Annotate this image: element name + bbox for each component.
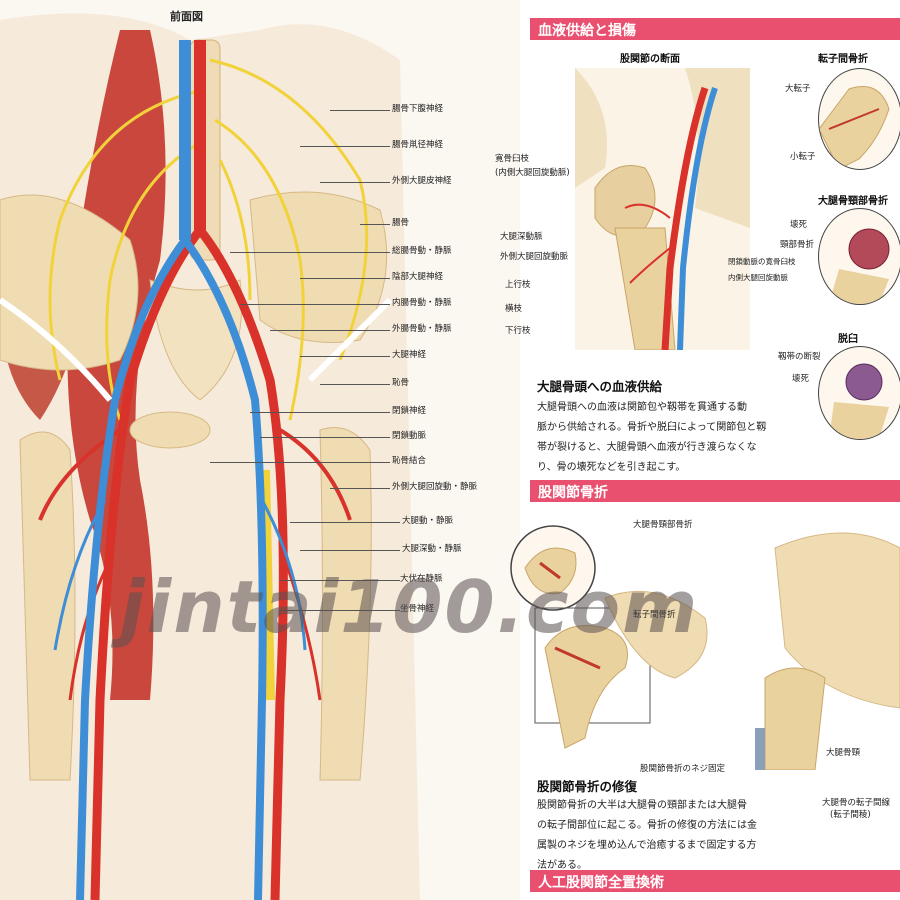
label-ligament-tear: 靱帯の断裂 <box>778 352 821 362</box>
label-lesser-trochanter: 小転子 <box>790 152 816 162</box>
label-deep-femoral-artery: 大腿深動脈 <box>500 232 543 242</box>
label-lateral-circumflex-vessels: 外側大腿回旋動・静脈 <box>392 482 478 492</box>
inguinal-ligament-left <box>0 297 113 402</box>
label-femoral-nerve: 大腿神経 <box>392 350 427 360</box>
repair-heading: 股関節骨折の修復 <box>537 779 638 794</box>
arteries <box>38 40 352 900</box>
leader-line <box>300 550 400 551</box>
blood-supply-paragraph: 大腿骨頭への血液は関節包や靱帯を貫通する動 脈から供給される。骨折や脱臼によって… <box>537 398 777 478</box>
blood-supply-line: 帯が裂けると、大腿骨頭へ血液が行き渡らなくな <box>537 442 757 453</box>
label-pubis: 恥骨 <box>392 378 410 388</box>
section-blood-supply-title: 血液供給と損傷 <box>538 23 636 39</box>
leader-line <box>290 522 400 523</box>
anatomy-front-view: 前面図 腸骨下腹神経 腸骨鼡径神経 外側大腿皮神経 腸骨 総腸骨動・静脈 陰部大… <box>0 0 520 900</box>
section-hip-replacement-bar: 人工股関節全置換術 <box>530 870 900 892</box>
front-view-title: 前面図 <box>170 10 203 23</box>
label-obturator-nerve: 閉鎖神経 <box>392 406 427 416</box>
label-femoral-vessels: 大腿動・静脈 <box>402 516 454 526</box>
label-pubic-symphysis: 恥骨結合 <box>392 456 427 466</box>
label-obturator-artery: 閉鎖動脈 <box>392 431 427 441</box>
repair-line: 股関節骨折の大半は大腿骨の頸部または大腿骨 <box>537 800 747 811</box>
trochanteric-fracture-title: 転子間骨折 <box>818 54 868 65</box>
leader-line <box>330 488 390 489</box>
label-femoral-neck-fracture: 大腿骨頸部骨折 <box>633 520 693 530</box>
label-necrosis-2: 壊死 <box>792 374 810 384</box>
pelvis-illustration <box>0 13 420 900</box>
label-internal-iliac-vessels: 内腸骨動・静脈 <box>392 298 452 308</box>
repair-line: 属製のネジを埋め込んで治癒するまで固定する方 <box>537 840 757 851</box>
label-medial-circumflex-artery: 内側大腿回旋動脈 <box>728 273 788 282</box>
leader-line <box>330 110 390 111</box>
dislocation-panel <box>818 346 900 440</box>
label-screw-fixation: 股関節骨折のネジ固定 <box>640 764 726 774</box>
label-great-saphenous-vein: 大伏在静脈 <box>400 574 443 584</box>
label-lateral-femoral-cutaneous-nerve: 外側大腿皮神経 <box>392 176 452 186</box>
femoral-neck-fracture-title: 大腿骨頸部骨折 <box>818 196 888 207</box>
section-hip-fracture-bar: 股関節骨折 <box>530 480 900 502</box>
label-neck-fracture: 頸部骨折 <box>780 240 815 250</box>
cross-section-title: 股関節の断面 <box>620 54 680 65</box>
trochanteric-fracture-panel <box>818 68 900 170</box>
label-necrosis-1: 壊死 <box>790 220 808 230</box>
label-sciatic-nerve: 坐骨神経 <box>400 604 435 614</box>
left-femur <box>19 431 76 781</box>
label-ilioinguinal-nerve: 腸骨鼡径神経 <box>392 140 444 150</box>
hip-fracture-illustration <box>510 525 900 770</box>
label-lateral-circumflex-artery: 外側大腿回旋動脈 <box>500 252 569 262</box>
pubic-symphysis <box>129 411 211 449</box>
dislocation-title: 脱臼 <box>838 334 858 345</box>
label-descending-branch: 下行枝 <box>505 326 531 336</box>
label-intertrochanteric-crest: (転子間稜) <box>830 810 871 820</box>
leader-line <box>280 580 400 581</box>
blood-supply-line: 大腿骨頭への血液は関節包や靱帯を貫通する動 <box>537 402 747 413</box>
blood-supply-heading: 大腿骨頭への血液供給 <box>537 379 663 394</box>
section-hip-fracture-title: 股関節骨折 <box>538 485 608 501</box>
leader-line <box>230 252 390 253</box>
label-trochanteric-fracture: 転子間骨折 <box>633 610 676 620</box>
leader-line <box>260 437 390 438</box>
leader-line <box>320 384 390 385</box>
leader-line <box>270 330 390 331</box>
watermark: jintai100.com <box>120 565 700 649</box>
leader-line <box>240 304 390 305</box>
label-iliohypogastric-nerve: 腸骨下腹神経 <box>392 104 444 114</box>
label-intertrochanteric-line: 大腿骨の転子間線 <box>822 798 891 808</box>
label-obturator-acetabular-branch: 閉鎖動脈の寛骨臼枝 <box>728 257 796 266</box>
right-femur <box>319 427 372 781</box>
section-hip-replacement-title: 人工股関節全置換術 <box>538 875 664 891</box>
leader-line <box>300 146 390 147</box>
label-common-iliac-vessels: 総腸骨動・静脈 <box>392 246 452 256</box>
leader-line <box>210 462 390 463</box>
repair-paragraph: 股関節骨折の大半は大腿骨の頸部または大腿骨 の転子間部位に起こる。骨折の修復の方… <box>537 796 777 876</box>
blood-supply-line: 脈から供給される。骨折や脱臼によって関節包と靱 <box>537 422 767 433</box>
repair-line: 法がある。 <box>537 860 587 871</box>
label-ascending-branch: 上行枝 <box>505 280 531 290</box>
leader-line <box>360 224 390 225</box>
leader-line <box>280 610 400 611</box>
label-femoral-neck: 大腿骨頸 <box>826 748 861 758</box>
hip-cross-section-illustration <box>575 68 750 350</box>
label-genitofemoral-nerve: 陰部大腿神経 <box>392 272 444 282</box>
section-blood-supply-bar: 血液供給と損傷 <box>530 18 900 40</box>
leader-line <box>320 182 390 183</box>
leader-line <box>300 278 390 279</box>
label-medial-circumflex-paren: (内側大腿回旋動脈) <box>495 168 570 178</box>
label-external-iliac-vessels: 外腸骨動・静脈 <box>392 324 452 334</box>
blood-supply-line: り、骨の壊死などを引き起こす。 <box>537 462 686 473</box>
label-deep-femoral-vessels: 大腿深動・静脈 <box>402 544 462 554</box>
veins <box>53 40 307 900</box>
label-ilium: 腸骨 <box>392 218 410 228</box>
inguinal-ligament-right <box>307 297 393 383</box>
label-acetabular-branch: 寛骨臼枝 <box>495 154 530 164</box>
label-transverse-branch: 横枝 <box>505 304 523 314</box>
label-greater-trochanter: 大転子 <box>785 84 811 94</box>
repair-line: の転子間部位に起こる。骨折の修復の方法には金 <box>537 820 757 831</box>
sacrum <box>149 279 243 401</box>
leader-line <box>300 356 390 357</box>
femoral-neck-fracture-panel <box>818 208 900 305</box>
leader-line <box>250 412 390 413</box>
